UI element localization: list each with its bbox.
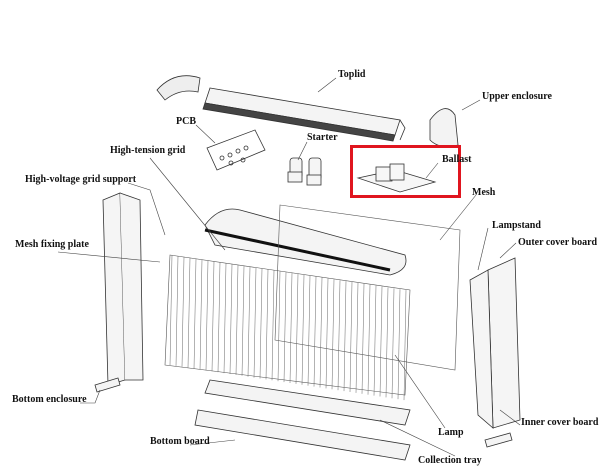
- label-high-tension-grid: High-tension grid: [110, 145, 186, 156]
- label-starter: Starter: [307, 132, 338, 143]
- grid-bar: [169, 254, 173, 366]
- label-lamp: Lamp: [438, 427, 464, 438]
- outer-cover-board-part: [469, 257, 521, 429]
- grid-bar: [397, 289, 401, 400]
- grid-bar: [361, 283, 365, 394]
- upper-enclosure-part: [429, 108, 459, 148]
- label-ballast: Ballast: [442, 154, 472, 165]
- grid-bar: [181, 256, 185, 367]
- grid-bar: [277, 271, 281, 382]
- ballast-part: [356, 163, 437, 193]
- mesh-part: [164, 204, 461, 396]
- grid-bar: [193, 258, 197, 369]
- grid-bar: [319, 277, 323, 388]
- grid-bar: [295, 273, 299, 384]
- label-mesh-fixing-plate: Mesh fixing plate: [15, 239, 89, 250]
- label-collection-tray: Collection tray: [418, 455, 482, 466]
- pcb-part: [206, 129, 266, 171]
- grid-bar: [313, 276, 317, 387]
- grid-bar: [253, 267, 257, 378]
- grid-bar: [343, 281, 347, 392]
- label-lampstand: Lampstand: [492, 220, 541, 231]
- grid-bar: [301, 274, 305, 385]
- label-bottom-board: Bottom board: [150, 436, 210, 447]
- grid-bar: [283, 272, 287, 383]
- grid-bar: [187, 257, 191, 368]
- grid-bar: [355, 282, 359, 393]
- label-outer-cover-board: Outer cover board: [518, 237, 598, 248]
- bottom-enclosure-part: [94, 377, 121, 393]
- grid-bar: [331, 279, 335, 390]
- grid-bar: [403, 290, 407, 401]
- grid-bar: [385, 287, 389, 398]
- grid-bar: [217, 262, 221, 373]
- bottom-board-part: [194, 409, 411, 461]
- label-upper-enclosure: Upper enclosure: [482, 91, 552, 102]
- grid-bars: [169, 254, 407, 401]
- grid-bar: [271, 270, 275, 381]
- grid-bar: [349, 281, 353, 393]
- grid-bar: [175, 255, 179, 366]
- grid-bar: [229, 263, 233, 375]
- grid-bar: [265, 269, 269, 380]
- grid-bar: [205, 260, 209, 371]
- grid-bar: [307, 275, 311, 386]
- grid-bar: [379, 286, 383, 397]
- grid-bar: [367, 284, 371, 395]
- high-voltage-grid-support-part: [102, 192, 144, 386]
- grid-bar: [241, 265, 245, 376]
- grid-bar: [337, 280, 341, 391]
- toplid-part: [202, 87, 406, 142]
- collection-tray-part: [204, 379, 411, 426]
- label-toplid: Toplid: [338, 69, 366, 80]
- grid-bar: [325, 278, 329, 389]
- grid-bar: [391, 288, 395, 399]
- leader-lines: [57, 77, 521, 457]
- grid-bar: [223, 263, 227, 374]
- grid-bar: [247, 266, 251, 377]
- grid-bar: [289, 272, 293, 384]
- ballast-highlight-box: [350, 145, 461, 198]
- grid-bar: [373, 285, 377, 396]
- label-inner-cover-board: Inner cover board: [521, 417, 599, 428]
- bottom-enclosure-part-right: [484, 432, 513, 448]
- starter-part: [287, 157, 322, 186]
- label-bottom-enclosure: Bottom enclosure: [12, 394, 87, 405]
- grid-bar: [259, 268, 263, 379]
- high-tension-grid-part: [204, 208, 407, 276]
- grid-bar: [235, 264, 239, 375]
- label-pcb: PCB: [176, 116, 196, 127]
- label-high-voltage-grid-support: High-voltage grid support: [25, 174, 137, 185]
- grid-bar: [211, 261, 215, 372]
- label-mesh: Mesh: [472, 187, 496, 198]
- grid-bar: [199, 259, 203, 370]
- left-end-cap: [156, 75, 201, 101]
